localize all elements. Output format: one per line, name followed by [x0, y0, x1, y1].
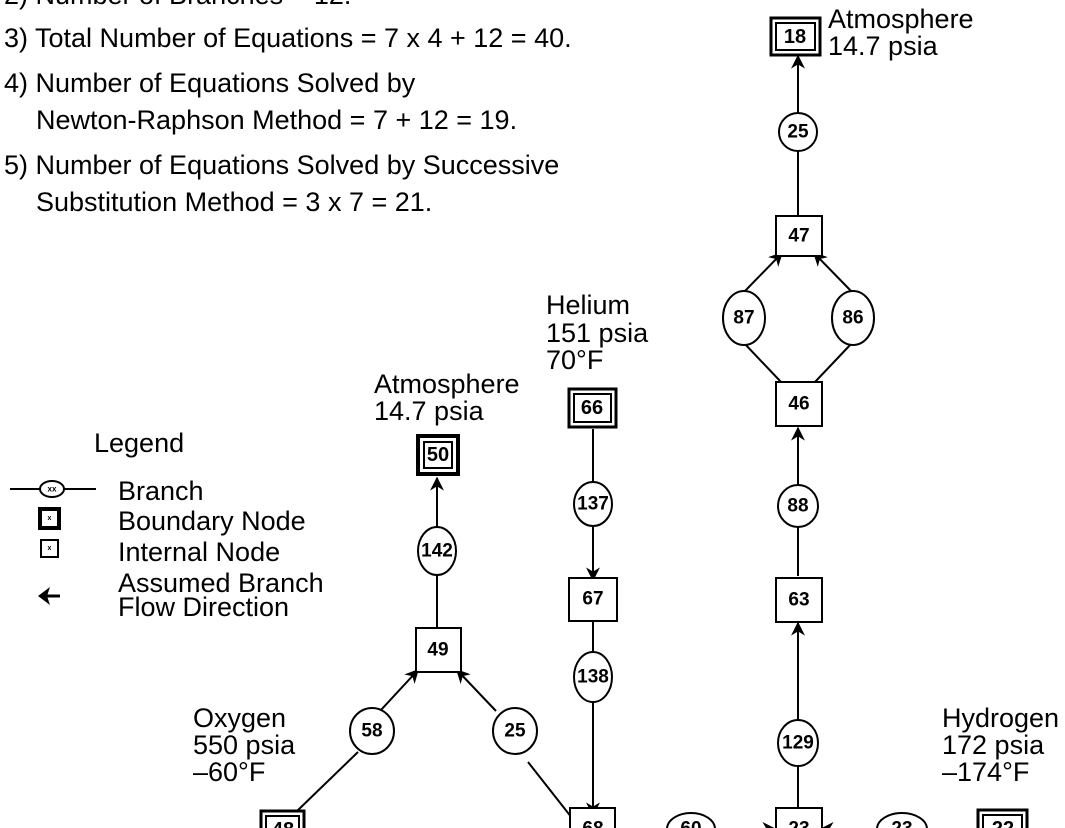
atmosphere-left-pressure: 14.7 psia — [374, 396, 485, 426]
branch-58: 58 — [349, 707, 395, 755]
label-oxygen: Oxygen 550 psia –60°F — [193, 703, 296, 787]
branch-86-label: 86 — [842, 308, 863, 329]
internal-node-46: 46 — [775, 381, 823, 427]
connections — [295, 54, 853, 828]
legend-internal-node-icon: x — [40, 539, 59, 558]
branch-60-label: 60 — [680, 819, 701, 828]
internal-node-46-label: 46 — [788, 394, 809, 415]
branch-137-label: 137 — [577, 494, 609, 515]
link-48-to-58 — [295, 751, 359, 813]
helium-pressure: 151 psia — [546, 318, 649, 348]
oxygen-name: Oxygen — [193, 703, 286, 733]
legend-flow-arrow-icon — [38, 587, 60, 605]
label-atmosphere-top: Atmosphere 14.7 psia — [828, 4, 974, 61]
boundary-node-18-label: 18 — [784, 26, 806, 48]
internal-node-49-label: 49 — [427, 640, 448, 661]
hydrogen-temperature: –174°F — [942, 757, 1029, 787]
internal-node-49: 49 — [415, 627, 462, 673]
link-68-to-25 — [527, 761, 573, 819]
internal-node-47: 47 — [775, 215, 823, 257]
internal-node-68-label: 68 — [582, 819, 603, 828]
branch-129: 129 — [777, 719, 819, 767]
branch-58-label: 58 — [361, 721, 382, 742]
boundary-node-50-label: 50 — [427, 444, 449, 466]
legend-flow-label-1: Assumed Branch — [118, 568, 324, 598]
branch-23-label: 23 — [891, 819, 912, 828]
internal-node-47-label: 47 — [788, 226, 809, 247]
branch-129-label: 129 — [782, 733, 814, 754]
helium-name: Helium — [546, 290, 630, 320]
legend-boundary-node-icon: x — [38, 507, 61, 530]
svg-text:x: x — [48, 545, 52, 552]
label-atmosphere-left: Atmosphere 14.7 psia — [374, 369, 520, 426]
notes-block: 2) Number of Branches = 12. 3) Total Num… — [4, 0, 572, 217]
branch-25-top-label: 25 — [787, 122, 809, 143]
legend-flow-label-2: Flow Direction — [118, 592, 289, 622]
oxygen-pressure: 550 psia — [193, 730, 296, 760]
branch-88-label: 88 — [787, 496, 808, 517]
boundary-node-22: 22 — [976, 808, 1029, 828]
note-line-branches: 2) Number of Branches = 12. — [4, 0, 351, 10]
legend: Legend xx Branch x Boundary Node x Inter… — [10, 428, 324, 622]
oxygen-temperature: –60°F — [193, 757, 265, 787]
note-line-newton-raphson-2: Newton-Raphson Method = 7 + 12 = 19. — [36, 105, 517, 135]
atmosphere-left-name: Atmosphere — [374, 369, 520, 399]
link-46-to-86 — [814, 342, 853, 383]
internal-node-67: 67 — [568, 577, 618, 622]
svg-text:x: x — [48, 515, 52, 522]
helium-temperature: 70°F — [546, 345, 603, 375]
boundary-node-66: 66 — [567, 387, 618, 429]
boundary-node-50: 50 — [416, 434, 460, 476]
branch-87: 87 — [722, 290, 766, 346]
note-line-successive-1: 5) Number of Equations Solved by Success… — [4, 150, 559, 180]
link-87-to-47 — [743, 251, 783, 293]
boundary-node-48-label: 48 — [272, 819, 294, 828]
internal-node-23: 23 — [775, 807, 823, 828]
branch-60: 60 — [666, 812, 716, 828]
hydrogen-name: Hydrogen — [942, 703, 1059, 733]
link-58-to-49 — [380, 668, 419, 711]
branch-87-label: 87 — [733, 308, 754, 329]
boundary-node-66-label: 66 — [581, 397, 603, 419]
branch-142-label: 142 — [421, 541, 453, 562]
internal-node-23-label: 23 — [788, 819, 809, 828]
note-line-newton-raphson-1: 4) Number of Equations Solved by — [4, 68, 416, 98]
internal-node-67-label: 67 — [582, 589, 603, 610]
branch-142: 142 — [417, 526, 457, 576]
boundary-node-22-label: 22 — [992, 818, 1014, 828]
link-46-to-87 — [743, 342, 782, 383]
hydrogen-pressure: 172 psia — [942, 730, 1045, 760]
legend-branch-icon: xx — [10, 480, 96, 498]
legend-branch-label: Branch — [118, 476, 204, 506]
svg-text:xx: xx — [48, 485, 57, 494]
branch-138-label: 138 — [577, 667, 609, 688]
branch-25-low: 25 — [492, 707, 538, 755]
internal-node-63: 63 — [775, 577, 823, 623]
label-helium: Helium 151 psia 70°F — [546, 290, 649, 375]
boundary-node-18: 18 — [769, 16, 822, 57]
internal-node-68: 68 — [569, 807, 616, 828]
branch-138: 138 — [573, 651, 613, 703]
branch-86: 86 — [831, 290, 875, 346]
boundary-node-48: 48 — [259, 809, 306, 828]
branch-23: 23 — [876, 812, 928, 828]
link-86-to-47 — [813, 251, 853, 293]
note-line-successive-2: Substitution Method = 3 x 7 = 21. — [36, 187, 432, 217]
legend-boundary-node-label: Boundary Node — [118, 506, 306, 536]
note-line-total-equations: 3) Total Number of Equations = 7 x 4 + 1… — [4, 23, 572, 53]
label-hydrogen: Hydrogen 172 psia –174°F — [942, 703, 1059, 787]
atmosphere-top-pressure: 14.7 psia — [828, 31, 939, 61]
branch-25-top: 25 — [778, 112, 818, 152]
branch-88: 88 — [777, 484, 819, 528]
legend-title: Legend — [94, 428, 184, 458]
atmosphere-top-name: Atmosphere — [828, 4, 974, 34]
branch-137: 137 — [573, 481, 613, 527]
legend-internal-node-label: Internal Node — [118, 537, 280, 567]
internal-node-63-label: 63 — [788, 590, 809, 611]
link-25-to-49 — [456, 668, 497, 712]
branch-25-low-label: 25 — [504, 721, 526, 742]
